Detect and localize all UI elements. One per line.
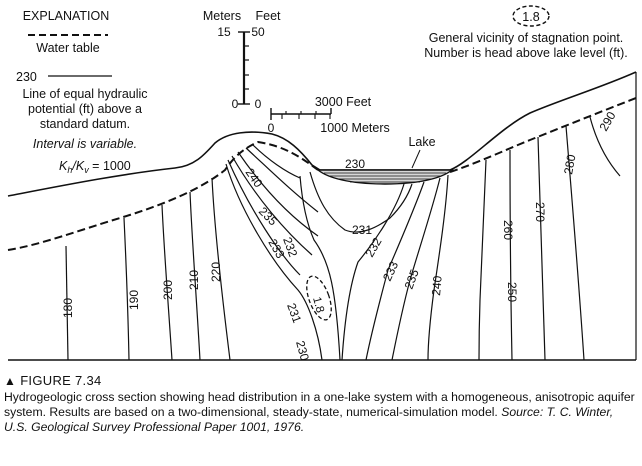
legend-contour-desc-1: Line of equal hydraulic — [22, 87, 147, 101]
contour-label: 180 — [61, 298, 75, 318]
caption-source: Source: T. C. Winter, U.S. Geological Su… — [4, 405, 614, 434]
svg-text:Number is head above lake leve: Number is head above lake level (ft). — [424, 46, 628, 60]
stagnation-note: 1.8 General vicinity of stagnation point… — [424, 5, 628, 60]
contour-labels: 180 190 200 210 220 230 231 232 233 235 … — [61, 109, 619, 363]
contour-label: 230 — [293, 339, 312, 362]
contour-label: 240 — [243, 166, 266, 191]
legend-anisotropy: Kh/Kv = 1000 — [59, 159, 131, 175]
scale-feet-label: Feet — [255, 9, 281, 23]
svg-text:15: 15 — [217, 25, 231, 39]
stagnation-label: 1.8 — [310, 296, 326, 315]
svg-text:3000 Feet: 3000 Feet — [315, 95, 372, 109]
legend-contour-value: 230 — [16, 70, 37, 84]
svg-text:50: 50 — [251, 25, 265, 39]
caption-text: Hydrogeologic cross section showing head… — [4, 390, 635, 434]
legend-interval-note: Interval is variable. — [33, 137, 137, 151]
figure-title: ▲FIGURE 7.34 — [4, 373, 102, 388]
vertical-scale-bar: Meters Feet 15 50 0 0 — [203, 9, 281, 111]
legend-contour-desc-2: potential (ft) above a — [28, 102, 142, 116]
svg-text:1000 Meters: 1000 Meters — [320, 121, 389, 135]
contour-label: 230 — [345, 157, 365, 171]
contour-label: 235 — [402, 267, 422, 291]
triangle-icon: ▲ — [4, 374, 17, 388]
contour-label: 270 — [533, 202, 547, 222]
svg-text:1.8: 1.8 — [522, 10, 539, 24]
contour-label: 235 — [256, 204, 280, 228]
contour-label: 280 — [561, 153, 578, 175]
legend-contour-desc-3: standard datum. — [40, 117, 130, 131]
contour-label: 200 — [161, 280, 175, 300]
svg-text:0: 0 — [268, 121, 275, 135]
contour-label: 190 — [127, 290, 141, 310]
contour-label: 220 — [209, 262, 223, 282]
lake — [316, 169, 454, 185]
horizontal-scale-bar: 3000 Feet 0 1000 Meters — [268, 95, 390, 135]
svg-text:0: 0 — [255, 97, 262, 111]
contour-label: 232 — [280, 235, 300, 259]
contour-label: 231 — [352, 223, 372, 237]
contour-label: 233 — [380, 259, 401, 283]
contour-label: 260 — [501, 220, 515, 240]
svg-text:0: 0 — [232, 97, 239, 111]
land-surface — [7, 71, 637, 197]
contour-label: 231 — [284, 301, 304, 325]
svg-text:General vicinity of stagnation: General vicinity of stagnation point. — [429, 31, 624, 45]
lake-label: Lake — [408, 135, 435, 149]
cross-section: Lake — [7, 71, 637, 361]
figure-caption: ▲FIGURE 7.34 Hydrogeologic cross section… — [4, 373, 638, 435]
svg-text:Kh/Kv = 1000: Kh/Kv = 1000 — [59, 159, 131, 175]
scale-meters-label: Meters — [203, 9, 241, 23]
contour-label: 240 — [429, 275, 445, 296]
legend-water-table-label: Water table — [36, 41, 100, 55]
contour-label: 232 — [362, 235, 384, 260]
contour-label: 250 — [505, 282, 519, 302]
contour-label: 210 — [187, 270, 201, 290]
stagnation-ellipse — [306, 275, 332, 321]
legend-heading: EXPLANATION — [23, 9, 110, 23]
water-table — [7, 97, 637, 251]
